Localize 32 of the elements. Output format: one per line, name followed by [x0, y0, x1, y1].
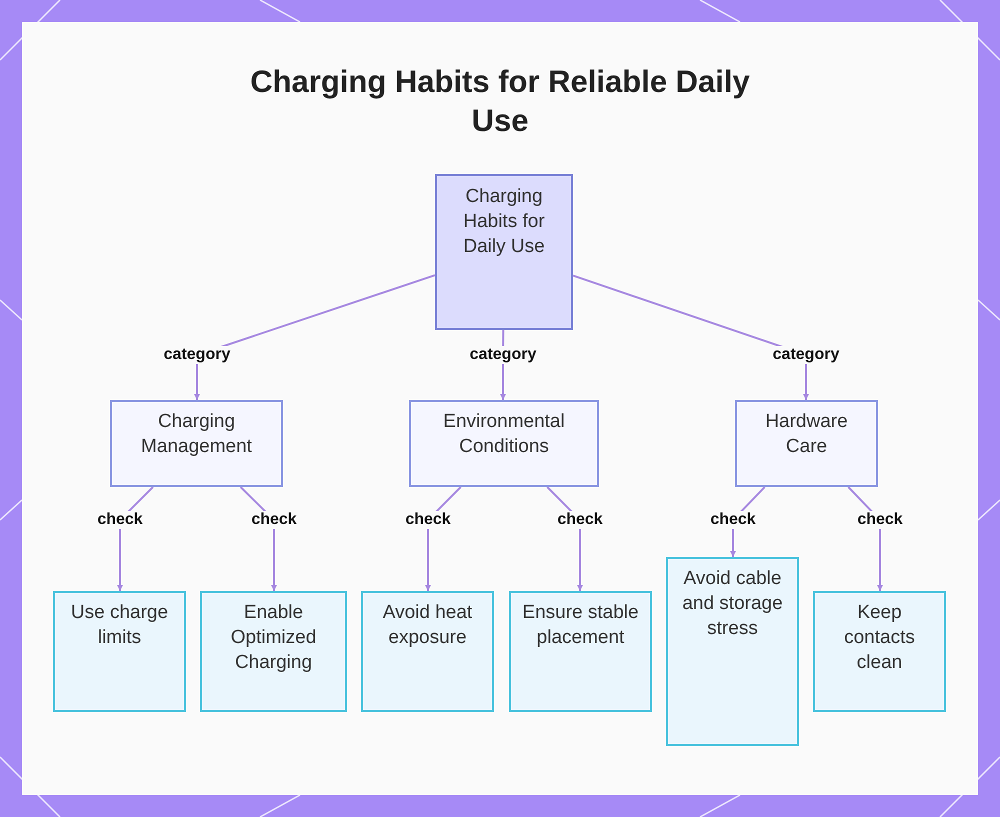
node-text: Use charge limits [70, 601, 170, 650]
node-text: Ensure stable placement [521, 601, 640, 650]
habit-box [509, 591, 652, 712]
connector-arrow [572, 274, 809, 400]
node-text: Environmental Conditions [442, 410, 566, 459]
node-text: Charging Management [140, 410, 253, 459]
node-text: Enable Optimized Charging [230, 601, 318, 675]
category-box [110, 400, 283, 487]
category-box [409, 400, 599, 487]
edge-label: check [556, 511, 604, 529]
edge-label: check [96, 511, 144, 529]
habit-box [53, 591, 186, 712]
habit-box [813, 591, 946, 712]
edge-label: category [162, 346, 232, 364]
edge-label: check [404, 511, 452, 529]
node-text: Avoid cable and storage stress [681, 567, 784, 641]
edge-label: check [856, 511, 904, 529]
edge-label: check [250, 511, 298, 529]
node-text: Hardware Care [764, 410, 849, 459]
edge-label: category [468, 346, 538, 364]
connector-arrow [194, 274, 436, 400]
habit-box [361, 591, 494, 712]
edge-label: category [772, 346, 840, 364]
root-box [435, 174, 573, 330]
node-text: Keep contacts clean [843, 601, 916, 675]
diagram-title: Charging Habits for Reliable Daily Use [249, 63, 751, 140]
node-text: Charging Habits for Daily Use [462, 185, 546, 259]
category-box [735, 400, 878, 487]
habit-box [200, 591, 347, 712]
edge-label: check [709, 511, 757, 529]
node-text: Avoid heat exposure [382, 601, 474, 650]
habit-box [666, 557, 799, 746]
